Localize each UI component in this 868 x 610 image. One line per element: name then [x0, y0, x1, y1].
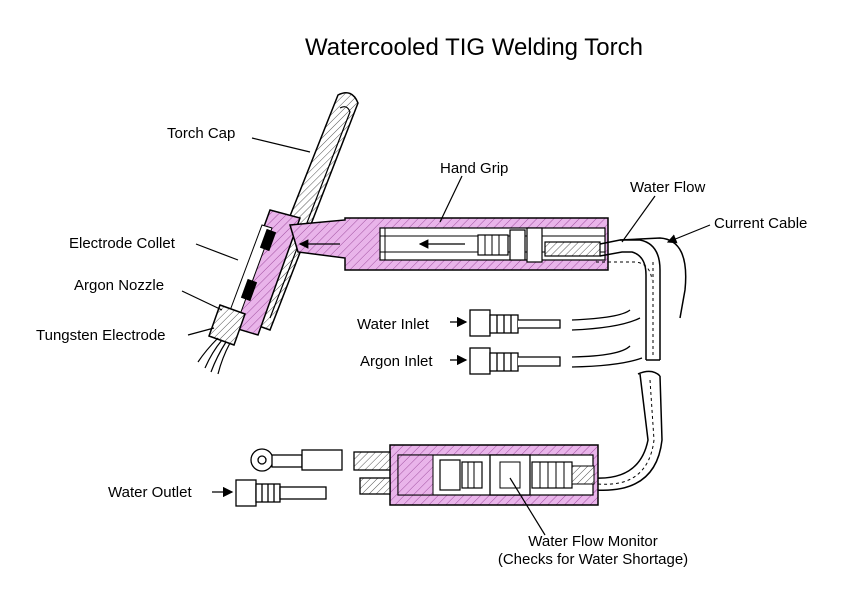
label-torch-cap: Torch Cap [167, 125, 236, 142]
torch-head [227, 209, 301, 336]
current-cable [596, 237, 687, 361]
label-argon-nozzle: Argon Nozzle [74, 277, 165, 294]
water-inlet-fitting [450, 309, 641, 337]
label-argon-inlet: Argon Inlet [360, 353, 433, 370]
water-flow-monitor-body [389, 444, 599, 506]
label-water-flow: Water Flow [630, 179, 706, 196]
label-water-outlet: Water Outlet [108, 484, 192, 501]
argon-inlet-fitting [450, 345, 643, 375]
tungsten-electrode [197, 337, 231, 375]
label-water-flow-monitor: Water Flow Monitor [528, 533, 658, 550]
label-current-cable: Current Cable [714, 215, 808, 232]
label-tungsten-electrode: Tungsten Electrode [36, 327, 166, 344]
label-electrode-collet: Electrode Collet [69, 235, 175, 252]
hand-grip [289, 217, 609, 271]
label-hand-grip: Hand Grip [440, 160, 509, 177]
cable-terminal [250, 448, 391, 495]
water-outlet-fitting [212, 479, 327, 507]
monitor-hose [594, 370, 663, 491]
label-water-flow-monitor-note: (Checks for Water Shortage) [497, 551, 689, 568]
page-title: Watercooled TIG Welding Torch [305, 34, 643, 61]
argon-nozzle [208, 304, 246, 346]
leader-lines [181, 137, 711, 536]
label-water-inlet: Water Inlet [357, 316, 429, 333]
